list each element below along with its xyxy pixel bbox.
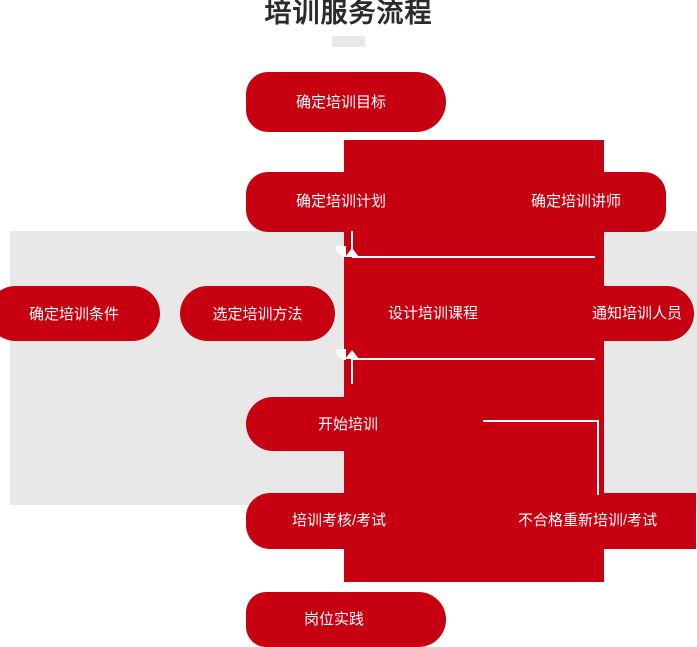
step-label-trainer: 确定培训讲师 xyxy=(531,193,622,210)
connector-line-row3-row4 xyxy=(352,358,595,360)
step-node-condition[interactable]: 确定培训条件 xyxy=(0,286,160,341)
step-node-row-5[interactable] xyxy=(246,493,696,549)
connector-curve-lower-icon xyxy=(336,349,346,360)
step-label-practice: 岗位实践 xyxy=(304,611,365,628)
step-node-method[interactable]: 选定培训方法 xyxy=(180,286,335,341)
feedback-loop-vertical xyxy=(597,420,599,495)
page-title: 培训服务流程 xyxy=(264,0,433,28)
step-node-start[interactable] xyxy=(246,397,446,451)
connector-stem-upper xyxy=(351,231,353,257)
step-label-retrain: 不合格重新培训/考试 xyxy=(518,512,658,529)
connector-curve-upper-icon xyxy=(336,246,346,257)
title-underline-bar xyxy=(332,36,365,47)
connector-arrow-upper-icon xyxy=(345,248,359,257)
step-label-notify: 通知培训人员 xyxy=(592,305,683,322)
step-label-goal: 确定培训目标 xyxy=(296,93,387,111)
step-label-plan: 确定培训计划 xyxy=(296,193,387,210)
step-label-condition: 确定培训条件 xyxy=(28,306,119,323)
step-node-row-3-right[interactable] xyxy=(344,286,694,341)
feedback-loop-horizontal xyxy=(483,420,599,422)
step-node-goal[interactable]: 确定培训目标 xyxy=(246,72,446,132)
connector-arrow-lower-icon xyxy=(345,350,359,359)
step-node-practice[interactable]: 岗位实践 xyxy=(246,592,446,647)
step-label-course: 设计培训课程 xyxy=(388,305,479,322)
step-label-start: 开始培训 xyxy=(318,416,379,433)
step-node-row-2[interactable] xyxy=(246,172,666,232)
connector-line-row2-row3 xyxy=(352,256,595,258)
step-label-method: 选定培训方法 xyxy=(212,306,303,323)
step-label-exam: 培训考核/考试 xyxy=(292,512,387,529)
connector-stem-lower xyxy=(351,358,353,384)
